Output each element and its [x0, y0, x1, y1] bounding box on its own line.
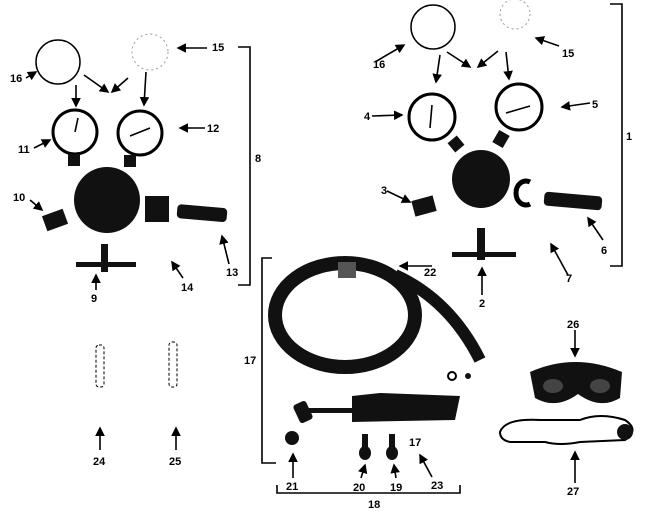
callout-3: 3 [381, 185, 387, 197]
pin-25 [168, 341, 178, 388]
goggles-26 [530, 362, 622, 404]
lens-15-right [499, 0, 531, 30]
tip-20 [359, 434, 371, 460]
bracket-18 [276, 485, 461, 494]
gauge-5 [492, 82, 544, 149]
callout-17: 17 [244, 355, 256, 367]
accessories: 26 27 [498, 319, 634, 498]
callout-26: 26 [567, 319, 579, 331]
callout-16: 16 [10, 73, 22, 85]
callout-18: 18 [368, 499, 380, 511]
gauge-4 [407, 92, 465, 153]
tip-19 [386, 434, 398, 460]
tee-handle-2 [452, 228, 516, 260]
nut-14 [145, 196, 169, 222]
left-regulator-assembly: 16 15 11 12 8 10 14 13 9 24 25 [10, 33, 261, 468]
tip-21 [285, 431, 299, 445]
callout-24: 24 [93, 456, 106, 468]
striker-27 [498, 415, 634, 445]
callout-7: 7 [566, 273, 572, 285]
callout-10: 10 [13, 192, 25, 204]
callout-19: 19 [390, 482, 402, 494]
ring-part [447, 371, 457, 381]
right-regulator-assembly: 16 15 4 5 1 3 6 2 7 [364, 0, 632, 310]
callout-23: 23 [431, 480, 443, 492]
regulator-body-right [452, 150, 510, 208]
gauge-11 [51, 108, 99, 166]
callout-4: 4 [364, 111, 371, 123]
callout-5: 5 [592, 99, 598, 111]
nipple-6 [543, 191, 603, 211]
callout-2: 2 [479, 298, 485, 310]
bracket-1 [610, 3, 623, 267]
pin-24 [95, 344, 105, 388]
callout-16-right: 16 [373, 59, 385, 71]
regulator-body-left [74, 167, 140, 233]
nut-right [513, 178, 532, 208]
callout-20: 20 [353, 482, 365, 494]
callout-11: 11 [18, 144, 30, 156]
lens-16-right [410, 4, 456, 50]
hose-clamp [338, 262, 356, 278]
nipple-13 [176, 204, 228, 222]
callout-21: 21 [286, 481, 298, 493]
bracket-17 [261, 257, 276, 464]
fitting-3 [411, 195, 437, 217]
lens-15-left [131, 33, 169, 71]
hose-torch-assembly: 22 17 21 20 19 17 23 18 [244, 256, 486, 511]
callout-27: 27 [567, 486, 579, 498]
callout-22: 22 [424, 267, 436, 279]
callout-14: 14 [181, 282, 194, 294]
callout-15: 15 [212, 42, 224, 54]
lens-16-left [35, 39, 81, 85]
callout-15-right: 15 [562, 48, 574, 60]
gauge-12 [116, 109, 164, 167]
callout-6: 6 [601, 245, 607, 257]
callout-25: 25 [169, 456, 181, 468]
tee-handle-9 [76, 244, 136, 272]
callout-1: 1 [626, 131, 632, 143]
callout-9: 9 [91, 293, 97, 305]
callout-13: 13 [226, 267, 238, 279]
callout-17-torch: 17 [409, 437, 421, 449]
fitting-10 [41, 208, 69, 232]
callout-12: 12 [207, 123, 219, 135]
callout-8: 8 [255, 153, 261, 165]
torch [293, 393, 460, 424]
bracket-8 [238, 46, 251, 286]
